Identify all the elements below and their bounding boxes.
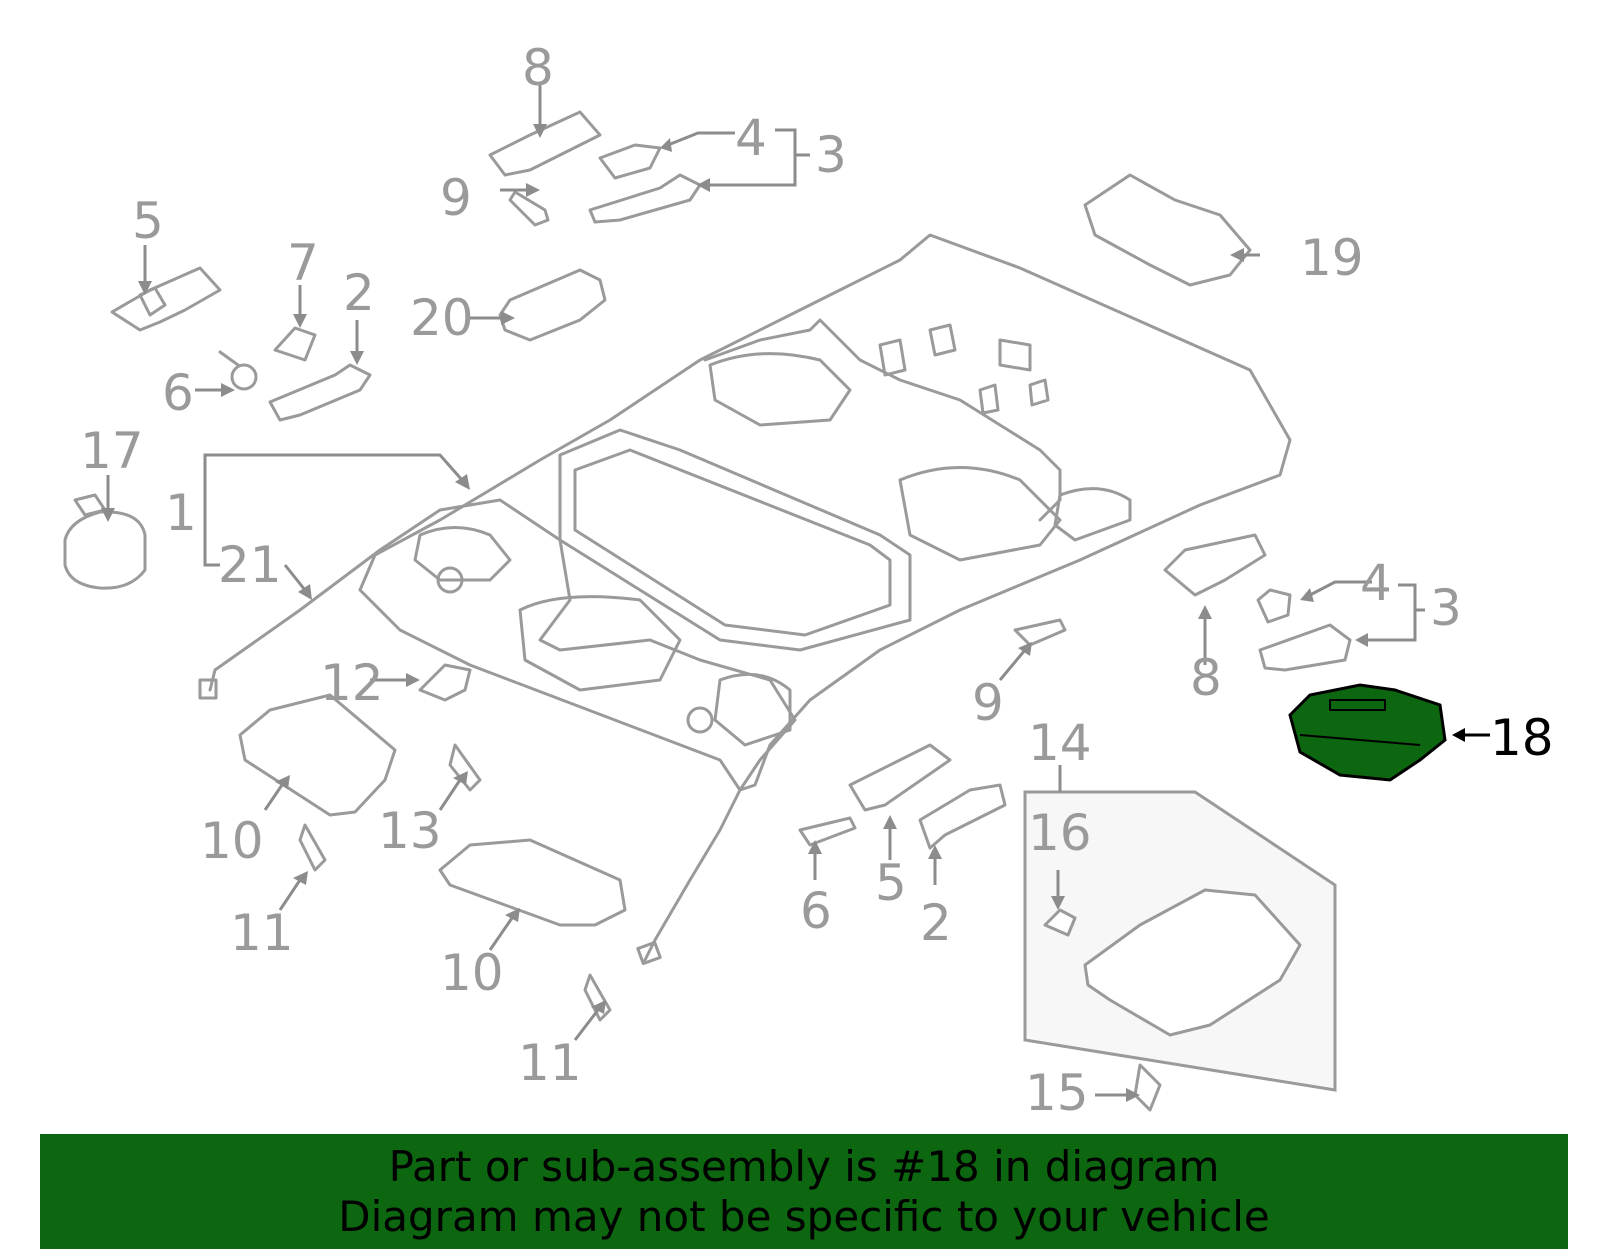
callout-15: 15 xyxy=(1025,1064,1089,1122)
callout-19: 19 xyxy=(1300,229,1364,287)
callout-8-top: 8 xyxy=(522,39,554,97)
clip-part-4-right[interactable] xyxy=(1256,588,1292,624)
callout-4-top: 4 xyxy=(735,109,767,167)
callout-9-right: 9 xyxy=(972,674,1004,732)
callout-18: 18 xyxy=(1490,709,1554,767)
callout-3-right: 3 xyxy=(1430,579,1462,637)
leader-lines xyxy=(101,85,1490,1102)
mount-part-12[interactable] xyxy=(418,663,472,702)
highlighted-part-18[interactable] xyxy=(1288,683,1447,782)
callout-11-center: 11 xyxy=(518,1034,582,1092)
grab-handle-part-2-bottom[interactable] xyxy=(918,783,1007,850)
grab-handle-part-2[interactable] xyxy=(268,363,372,422)
lamp-assembly-group-14 xyxy=(1023,790,1337,1112)
callout-10-left: 10 xyxy=(200,812,264,870)
bolt-part-9-right[interactable] xyxy=(1013,618,1067,647)
banner-line-1: Part or sub-assembly is #18 in diagram xyxy=(388,1142,1220,1191)
banner-line-2: Diagram may not be specific to your vehi… xyxy=(338,1192,1270,1241)
bolt-part-9-top[interactable] xyxy=(508,190,550,227)
grab-handle-bracket-part-8-top[interactable] xyxy=(488,110,602,177)
screw-part-15[interactable] xyxy=(1133,1063,1162,1112)
headliner-part[interactable] xyxy=(358,233,1292,792)
callout-5-left: 5 xyxy=(132,192,164,250)
callout-2-bottom: 2 xyxy=(920,894,952,952)
bolt-part-6[interactable] xyxy=(218,350,258,391)
callout-2-left: 2 xyxy=(343,264,375,322)
screw-part-13[interactable] xyxy=(448,743,482,792)
callout-12: 12 xyxy=(320,654,384,712)
callout-21: 21 xyxy=(218,536,282,594)
console-part-19[interactable] xyxy=(1083,173,1252,287)
clip-part-4-top[interactable] xyxy=(598,143,662,180)
callout-16: 16 xyxy=(1028,804,1092,862)
callout-3-top: 3 xyxy=(815,126,847,184)
callout-11-left: 11 xyxy=(230,904,294,962)
callout-14: 14 xyxy=(1028,714,1092,772)
callout-9-top: 9 xyxy=(440,169,472,227)
callout-7: 7 xyxy=(287,234,319,292)
bracket-part-5-bottom[interactable] xyxy=(848,743,952,812)
grab-handle-part-3-right[interactable] xyxy=(1258,623,1352,672)
wiring-harness-part[interactable] xyxy=(208,498,797,962)
visor-part-10-left[interactable] xyxy=(238,693,397,817)
callout-4-right: 4 xyxy=(1360,554,1392,612)
callout-17: 17 xyxy=(80,422,144,480)
info-banner: Part or sub-assembly is #18 in diagram D… xyxy=(40,1134,1568,1249)
screw-part-11-left[interactable] xyxy=(298,823,327,872)
callout-13: 13 xyxy=(378,802,442,860)
clip-part-16[interactable] xyxy=(1043,908,1077,937)
clip-part-7[interactable] xyxy=(273,326,317,362)
screw-part-11-center[interactable] xyxy=(583,973,612,1022)
callout-5-bottom: 5 xyxy=(875,854,907,912)
callout-labels: 8 4 3 9 5 7 2 20 6 17 1 21 19 4 3 8 18 9… xyxy=(80,39,1554,1122)
visor-part-10-center[interactable] xyxy=(438,838,627,927)
callout-8-right: 8 xyxy=(1190,649,1222,707)
grab-handle-bracket-part-5[interactable] xyxy=(110,266,222,332)
callout-20: 20 xyxy=(410,289,474,347)
callout-6-bottom: 6 xyxy=(800,882,832,940)
bracket-part-8-right[interactable] xyxy=(1163,533,1267,597)
bolt-part-6-bottom[interactable] xyxy=(798,816,857,847)
grab-handle-part-3-top[interactable] xyxy=(588,173,702,224)
callout-10-center: 10 xyxy=(440,944,504,1002)
callout-6-left: 6 xyxy=(162,364,194,422)
callout-1: 1 xyxy=(165,484,197,542)
lamp-part-14[interactable] xyxy=(1083,888,1302,1037)
sunroof-switch-part-20[interactable] xyxy=(498,268,607,342)
